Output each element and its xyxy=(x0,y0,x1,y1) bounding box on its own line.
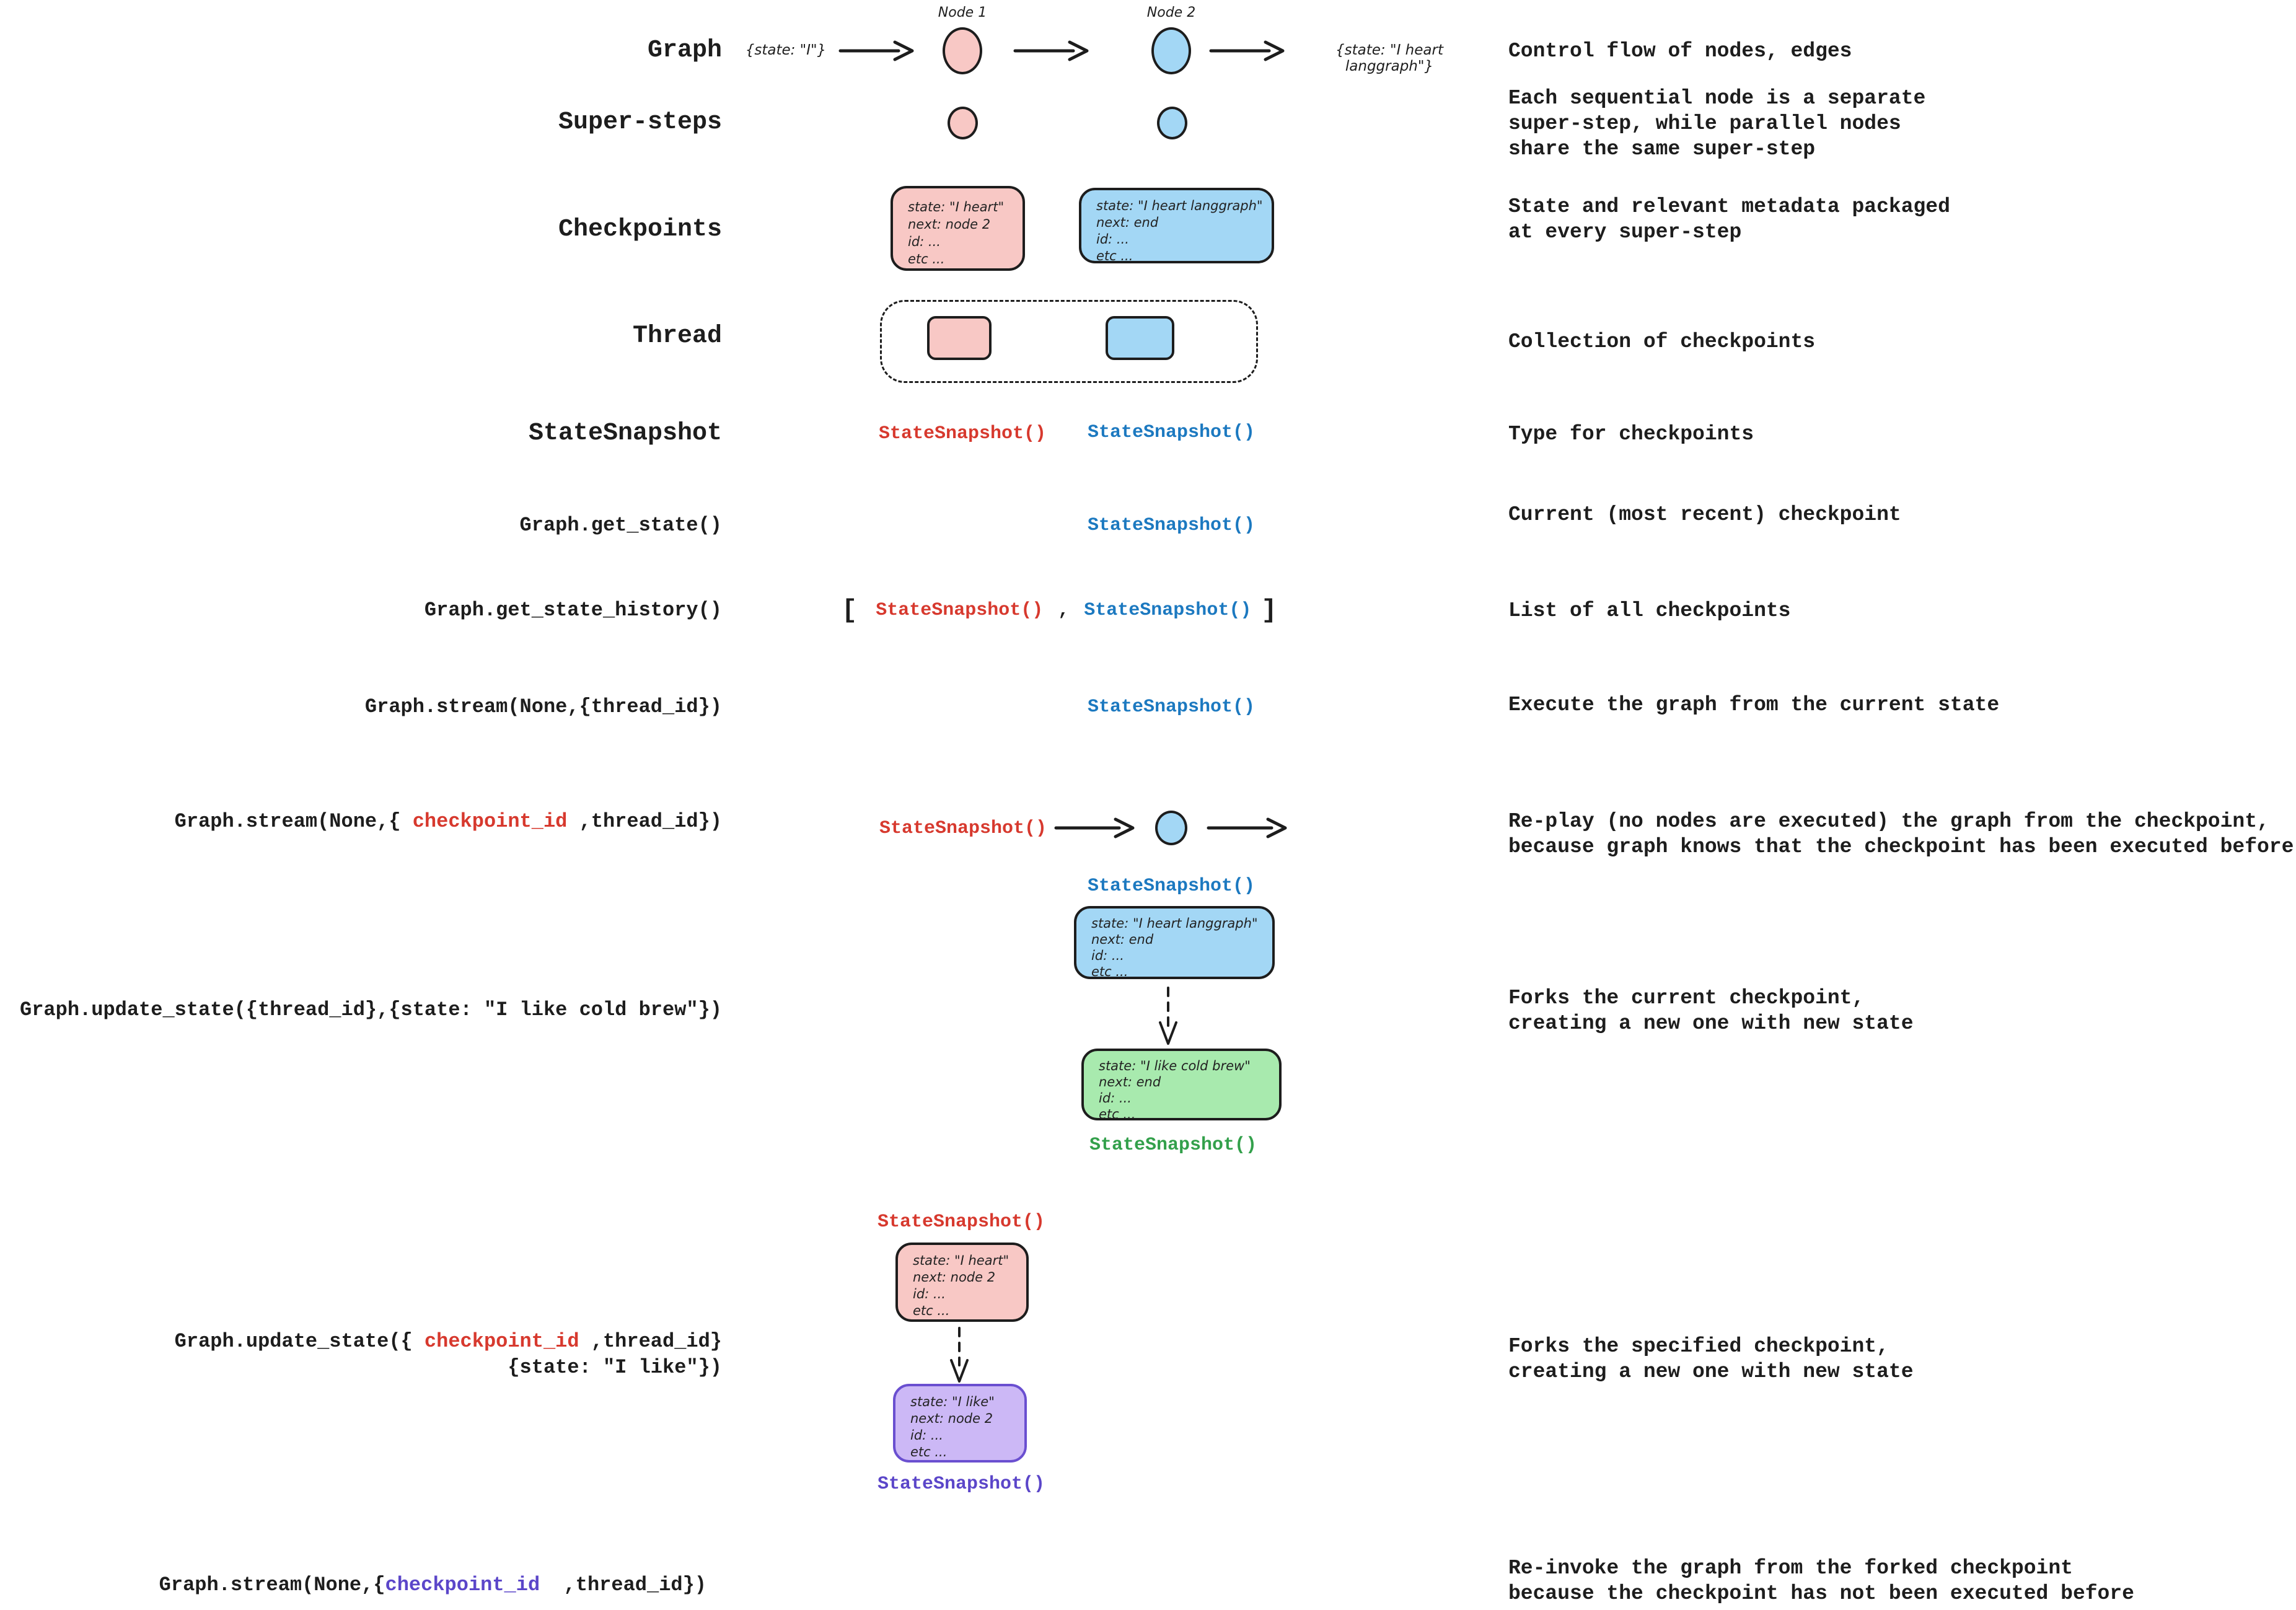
card-line: id: ... xyxy=(908,234,941,249)
card-line: next: end xyxy=(1091,932,1154,947)
dashed-arrow-down-icon xyxy=(950,1327,969,1383)
statesnapshot-list: [ StateSnapshot() , StateSnapshot() ] xyxy=(842,596,1277,625)
card-line: id: ... xyxy=(1096,232,1129,247)
code-segment: Graph.update_state({ xyxy=(174,1330,424,1353)
node1-circle xyxy=(943,27,982,74)
comma-token: , xyxy=(1058,600,1070,621)
statesnapshot-fork-specified-label: StateSnapshot() xyxy=(877,1212,1045,1233)
card-line: next: node 2 xyxy=(908,217,991,232)
card-line: id: ... xyxy=(1091,948,1124,963)
dashed-arrow-down-icon xyxy=(1159,987,1177,1045)
statesnapshot-blue: StateSnapshot() xyxy=(1084,600,1252,621)
card-line: next: node 2 xyxy=(910,1411,993,1426)
card-line: state: "I like" xyxy=(910,1394,995,1409)
statesnapshot-green: StateSnapshot() xyxy=(1089,1135,1257,1156)
desc-checkpoints: State and relevant metadata packaged at … xyxy=(1508,195,1950,244)
card-line: id: ... xyxy=(1099,1091,1132,1106)
statesnapshot-blue: StateSnapshot() xyxy=(1087,422,1256,443)
desc-update-state-thread: Forks the current checkpoint, creating a… xyxy=(1508,987,1914,1035)
card-line: etc ... xyxy=(913,1303,950,1318)
code-stream-forked: Graph.stream(None,{checkpoint_id ,thread… xyxy=(0,1572,706,1598)
code-update-state-thread: Graph.update_state({thread_id},{state: "… xyxy=(20,998,722,1021)
card-line: etc ... xyxy=(910,1445,948,1459)
node2-circle xyxy=(1151,27,1191,74)
fork-source-card-blue: state: "I heart langgraph" next: end id:… xyxy=(1074,906,1275,979)
card-line: next: end xyxy=(1099,1075,1161,1089)
code-get-state-history: Graph.get_state_history() xyxy=(424,599,722,622)
statesnapshot-execute: StateSnapshot() xyxy=(1087,697,1256,718)
desc-stream-forked: Re-invoke the graph from the forked chec… xyxy=(1508,1557,2134,1605)
desc-get-state: Current (most recent) checkpoint xyxy=(1508,503,1901,526)
desc-thread: Collection of checkpoints xyxy=(1508,330,1816,353)
checkpoint-id-highlight: checkpoint_id xyxy=(412,810,568,833)
desc-stream-checkpoint: Re-play (no nodes are executed) the grap… xyxy=(1508,810,2294,858)
code-stream-checkpoint: Graph.stream(None,{ checkpoint_id ,threa… xyxy=(0,809,722,835)
node1-label: Node 1 xyxy=(938,5,987,20)
super-step-node2-circle xyxy=(1157,107,1187,139)
bracket-close: ] xyxy=(1261,596,1277,625)
card-line: state: "I heart langgraph" xyxy=(1096,198,1263,213)
replay-node-circle xyxy=(1155,811,1187,845)
card-line: id: ... xyxy=(910,1428,943,1443)
output-state-text: {state: "I heart langgraph"} xyxy=(1335,42,1443,74)
desc-get-state-history: List of all checkpoints xyxy=(1508,599,1791,622)
arrow-right-icon xyxy=(838,40,914,61)
checkpoint-card-pink: state: "I heart" next: node 2 id: ... et… xyxy=(891,186,1025,271)
card-line: etc ... xyxy=(1096,249,1133,263)
card-line: etc ... xyxy=(1099,1107,1136,1122)
desc-super-steps: Each sequential node is a separate super… xyxy=(1508,87,1926,161)
checkpoint-id-highlight: checkpoint_id xyxy=(424,1330,579,1353)
card-line: etc ... xyxy=(1091,964,1128,979)
statesnapshot-replay-source: StateSnapshot() xyxy=(879,818,1047,839)
bracket-open: [ xyxy=(842,596,858,625)
row-label-graph: Graph xyxy=(647,37,722,64)
thread-checkpoint-blue xyxy=(1106,316,1174,360)
fork-result-card-purple: state: "I like" next: node 2 id: ... etc… xyxy=(893,1384,1027,1463)
fork-source-card-pink: state: "I heart" next: node 2 id: ... et… xyxy=(895,1243,1029,1322)
arrow-right-icon xyxy=(1054,817,1135,838)
node2-label: Node 2 xyxy=(1146,5,1196,20)
card-line: etc ... xyxy=(908,252,945,266)
fork-result-card-green: state: "I like cold brew" next: end id: … xyxy=(1081,1049,1282,1122)
statesnapshot-red: StateSnapshot() xyxy=(876,600,1044,621)
thread-container xyxy=(880,300,1258,383)
card-line: next: node 2 xyxy=(913,1270,996,1285)
card-line: state: "I heart" xyxy=(908,200,1005,214)
statesnapshot-red: StateSnapshot() xyxy=(878,423,1047,444)
arrow-right-icon xyxy=(1013,40,1089,61)
input-state-text: {state: "I"} xyxy=(745,42,827,58)
code-segment: Graph.stream(None,{ xyxy=(174,810,413,833)
arrow-right-icon xyxy=(1209,40,1285,61)
row-label-super-steps: Super-steps xyxy=(558,108,722,136)
thread-checkpoint-pink xyxy=(927,316,992,360)
checkpoint-card-blue: state: "I heart langgraph" next: end id:… xyxy=(1079,188,1274,263)
card-line: state: "I like cold brew" xyxy=(1099,1058,1251,1073)
statesnapshot-current: StateSnapshot() xyxy=(1087,515,1256,536)
card-line: id: ... xyxy=(913,1287,946,1301)
desc-update-state-checkpoint: Forks the specified checkpoint, creating… xyxy=(1508,1335,1914,1383)
card-line: state: "I heart" xyxy=(913,1253,1009,1268)
row-label-checkpoints: Checkpoints xyxy=(558,216,722,244)
card-line: state: "I heart langgraph" xyxy=(1091,916,1258,931)
code-segment: Graph.stream(None,{ xyxy=(159,1573,385,1596)
row-label-statesnapshot: StateSnapshot xyxy=(528,420,722,447)
code-segment: ,thread_id}) xyxy=(567,810,722,833)
code-get-state: Graph.get_state() xyxy=(519,514,722,537)
code-segment: ,thread_id} xyxy=(579,1330,722,1353)
checkpoint-id-highlight-purple: checkpoint_id xyxy=(385,1573,540,1596)
statesnapshot-fork-source-label: StateSnapshot() xyxy=(1087,876,1256,897)
code-segment: ,thread_id}) xyxy=(540,1573,706,1596)
arrow-right-icon xyxy=(1207,817,1287,838)
desc-statesnapshot: Type for checkpoints xyxy=(1508,423,1754,446)
card-line: next: end xyxy=(1096,215,1159,230)
code-update-state-checkpoint-line1: Graph.update_state({ checkpoint_id ,thre… xyxy=(0,1329,722,1355)
super-step-node1-circle xyxy=(948,107,978,139)
code-update-state-checkpoint-line2: {state: "I like"}) xyxy=(508,1356,722,1379)
row-label-thread: Thread xyxy=(632,322,722,350)
desc-graph: Control flow of nodes, edges xyxy=(1508,40,1852,63)
code-stream-thread: Graph.stream(None,{thread_id}) xyxy=(364,695,722,718)
statesnapshot-purple: StateSnapshot() xyxy=(877,1474,1045,1495)
desc-stream-thread: Execute the graph from the current state xyxy=(1508,693,2000,716)
